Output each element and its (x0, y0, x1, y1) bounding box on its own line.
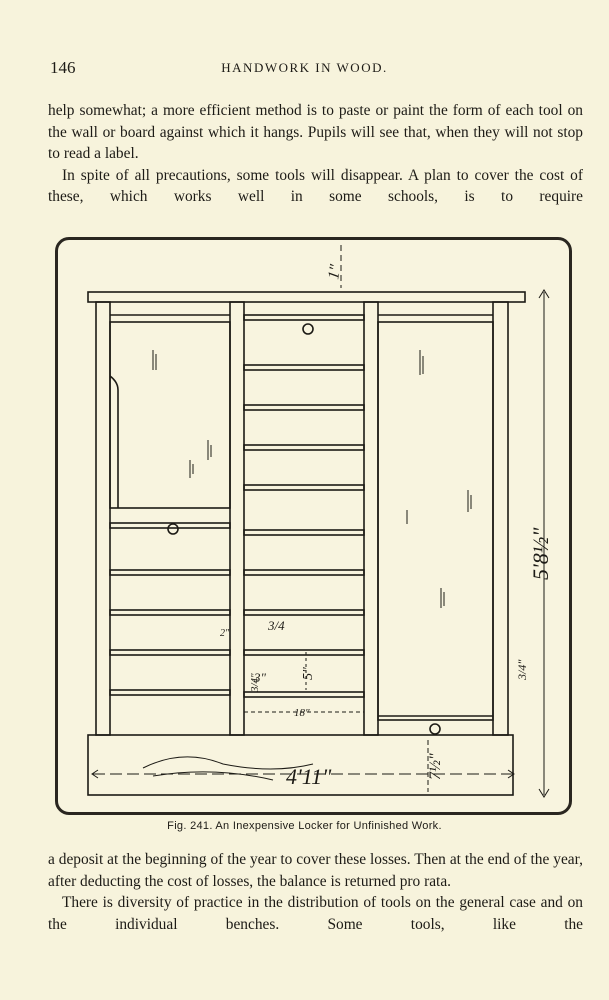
paragraph: In spite of all precautions, some tools … (48, 166, 583, 206)
figure-caption: Fig. 241. An Inexpensive Locker for Unfi… (167, 820, 442, 832)
left-door-panel (109, 321, 231, 509)
dim-width: 4'11" (286, 764, 332, 789)
right-stile (492, 301, 509, 736)
dim-upright-width: 2" (220, 628, 230, 639)
paragraph: a deposit at the beginning of the year t… (48, 851, 583, 890)
running-head: HANDWORK IN WOOD. (221, 60, 388, 75)
dim-left-shelf-thickness: 3/4" (249, 673, 261, 693)
dimension-lines (91, 245, 550, 798)
dim-right-stile: 3/4" (515, 659, 529, 681)
left-stile (95, 301, 111, 736)
figure-frame: 1" 5'8½" 4'11" 7½" 18" 5" 2" 3/4 3" 3/4"… (55, 237, 572, 815)
dim-top-thickness: 1" (325, 263, 344, 281)
locker-drawing: 1" 5'8½" 4'11" 7½" 18" 5" 2" 3/4 3" 3/4"… (87, 245, 553, 798)
page-number: 146 (50, 58, 76, 77)
left-shelves (109, 522, 231, 696)
top-text-block: help somewhat; a more efficient method i… (48, 100, 583, 208)
dim-base-height: 7½" (427, 753, 444, 780)
base-board (87, 734, 514, 796)
dim-upright-depth: 3" (253, 670, 267, 685)
center-shelves (243, 314, 365, 698)
dim-shelf-thickness: 3/4 (267, 618, 285, 633)
paragraph: help somewhat; a more efficient method i… (48, 102, 583, 162)
top-board (87, 291, 526, 303)
dim-shelf-spacing: 5" (301, 667, 316, 680)
dim-shelf-span: 18" (294, 707, 310, 719)
paragraph: There is diversity of practice in the di… (48, 894, 583, 933)
right-door-panel (377, 321, 494, 721)
dim-height: 5'8½" (528, 527, 553, 580)
bottom-text-block: a deposit at the beginning of the year t… (48, 849, 583, 935)
center-upright-right (363, 301, 379, 736)
center-upright-left (229, 301, 245, 736)
